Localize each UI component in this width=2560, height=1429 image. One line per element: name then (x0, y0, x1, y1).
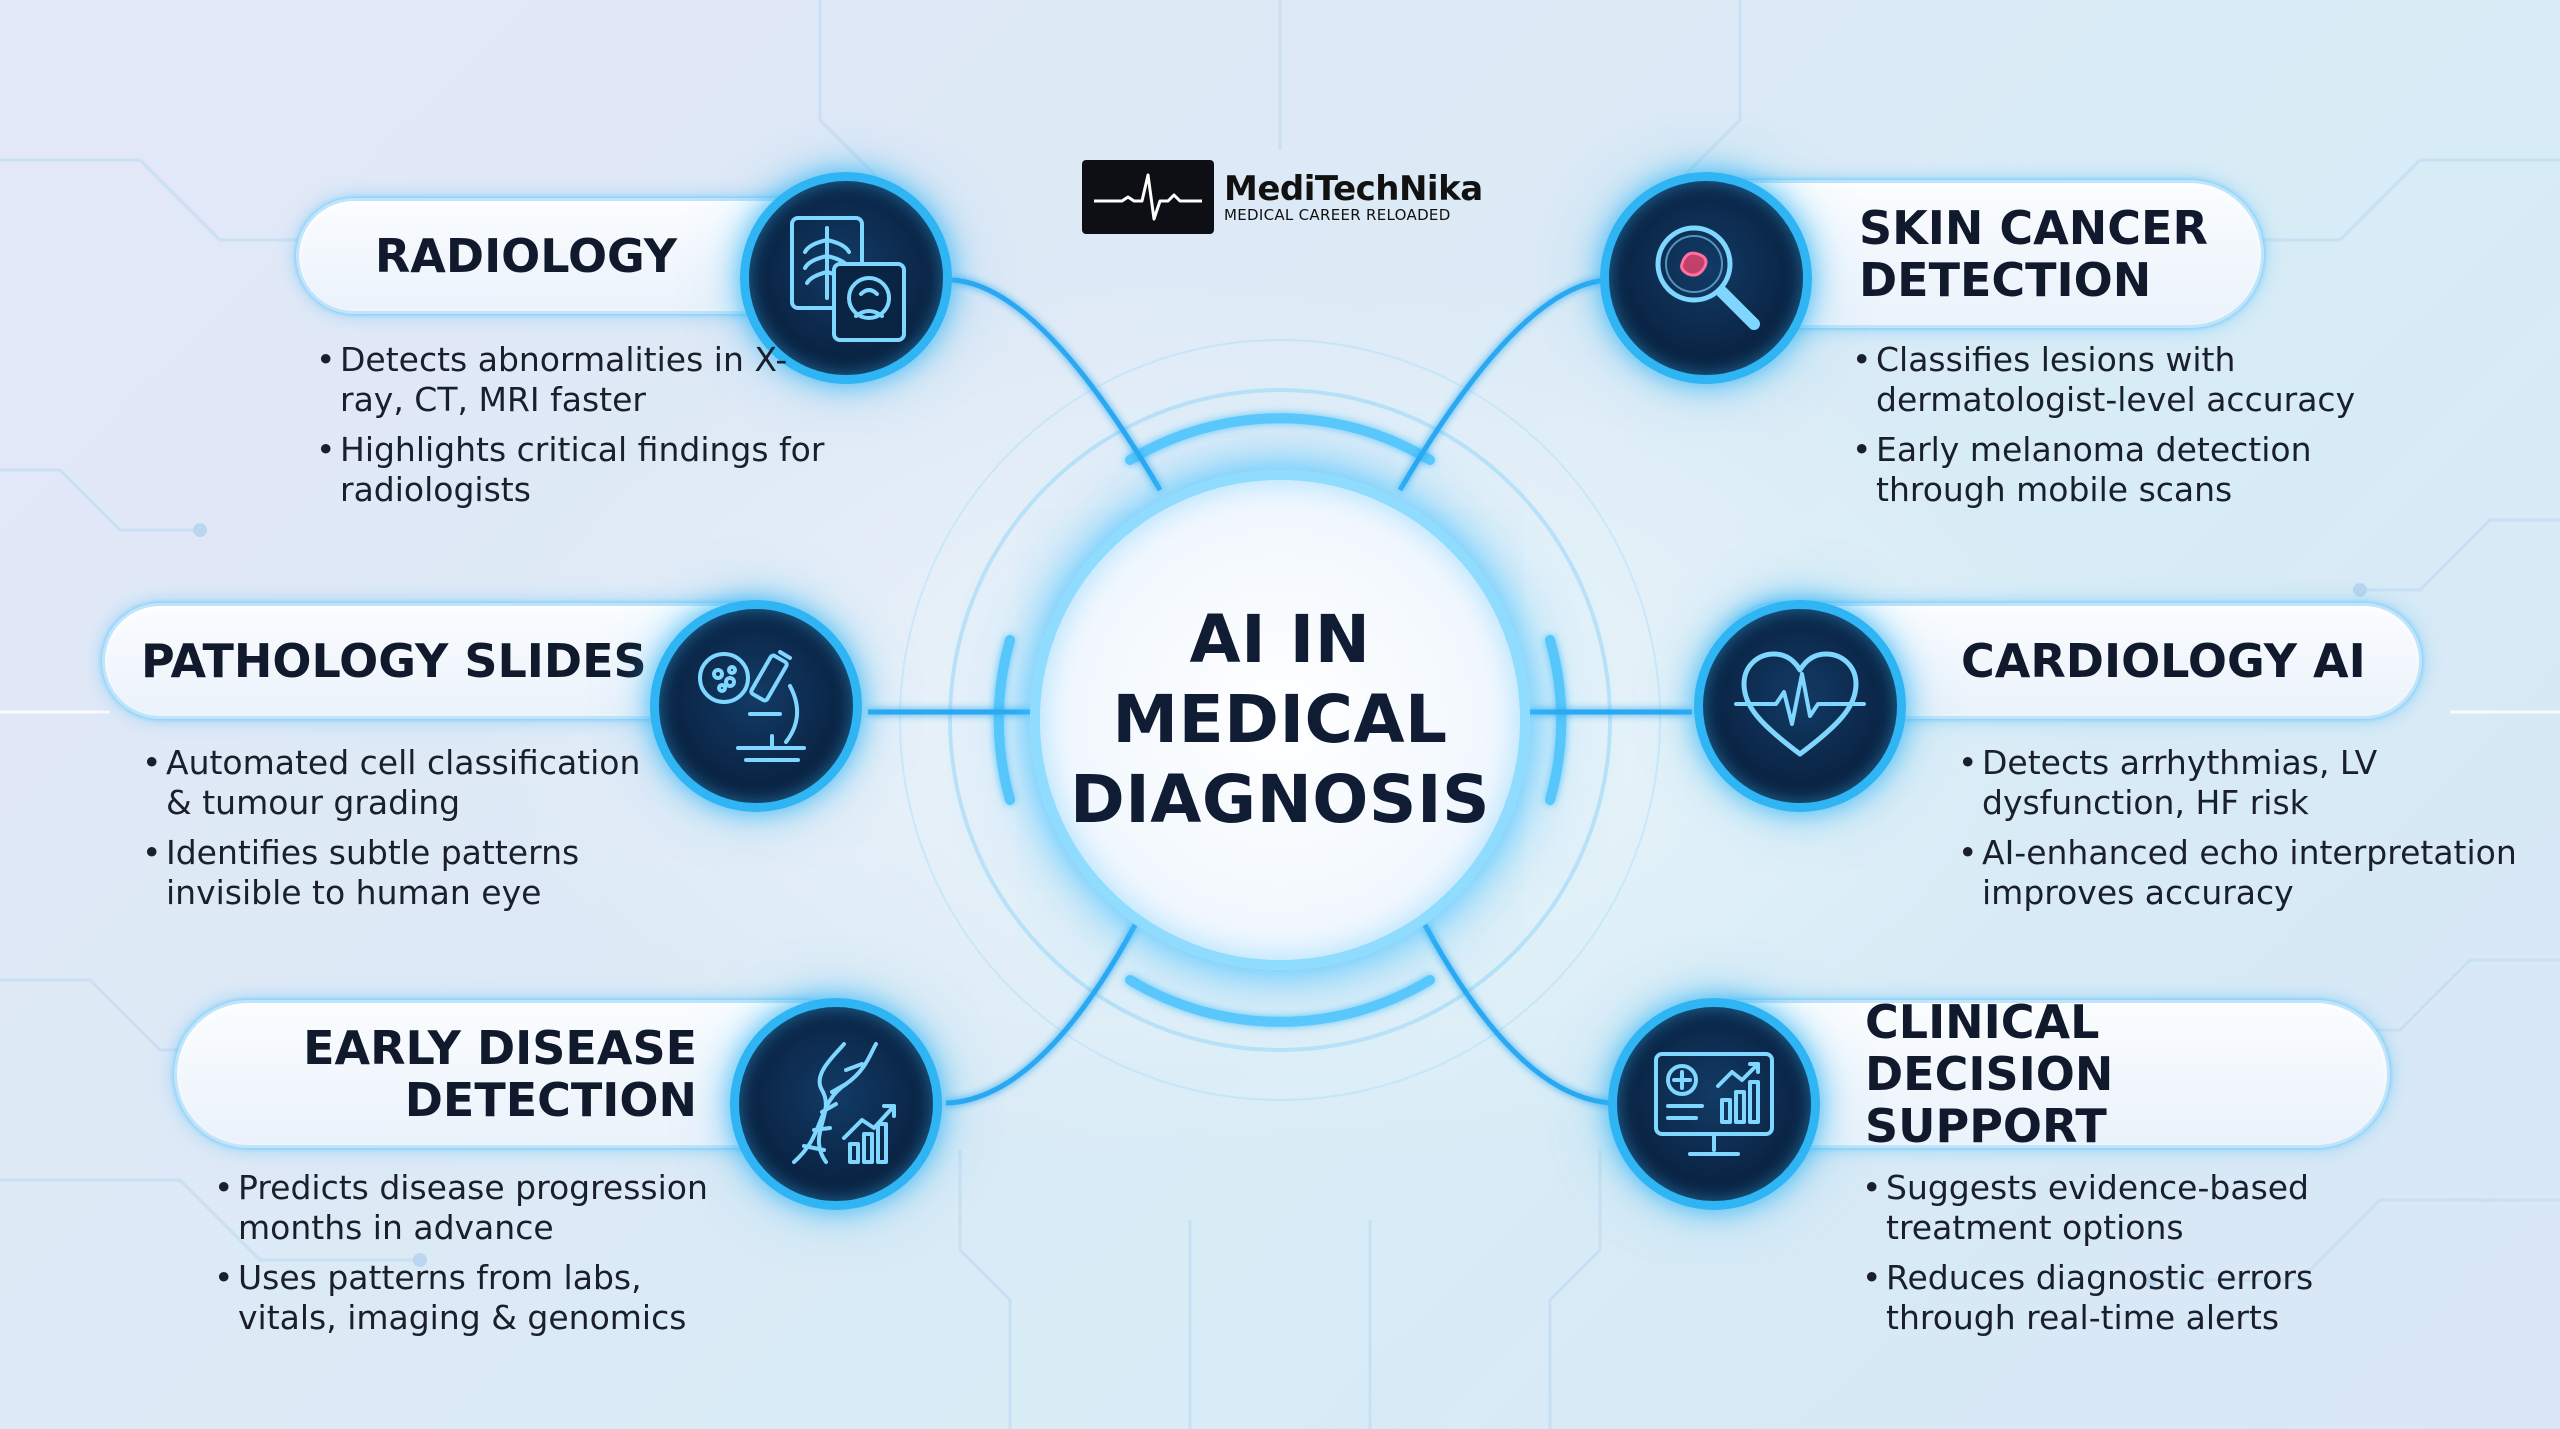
list-item: Detects abnormalities in X-ray, CT, MRI … (316, 340, 836, 420)
logo-name: MediTechNika (1224, 169, 1483, 209)
center-title: AI IN MEDICAL DIAGNOSIS (1069, 601, 1491, 838)
clinical-decision-bullets: Suggests evidence-based treatment option… (1862, 1168, 2422, 1348)
radiology-title: RADIOLOGY (374, 229, 678, 283)
list-item: Automated cell classification & tumour g… (142, 743, 662, 823)
cardiology-bullets: Detects arrhythmias, LV dysfunction, HF … (1958, 743, 2538, 923)
list-item: Early melanoma detection through mobile … (1852, 430, 2412, 510)
radiology-bullets: Detects abnormalities in X-ray, CT, MRI … (316, 340, 836, 520)
skin-cancer-title: SKIN CANCER DETECTION (1859, 201, 2208, 307)
skin-cancer-bullets: Classifies lesions with dermatologist-le… (1852, 340, 2412, 520)
pathology-title: PATHOLOGY SLIDES (141, 634, 647, 688)
list-item: Suggests evidence-based treatment option… (1862, 1168, 2422, 1248)
logo-tagline: MEDICAL CAREER RELOADED (1224, 206, 1451, 224)
list-item: Reduces diagnostic errors through real-t… (1862, 1258, 2422, 1338)
heart-ecg-icon (1694, 600, 1906, 812)
list-item: Identifies subtle patterns invisible to … (142, 833, 662, 913)
ecg-logo-icon (1082, 160, 1214, 234)
list-item: Highlights critical findings for radiolo… (316, 430, 836, 510)
clinical-decision-title: CLINICAL DECISION SUPPORT (1865, 995, 2114, 1153)
monitor-dashboard-icon (1608, 998, 1820, 1210)
list-item: AI-enhanced echo interpretation improves… (1958, 833, 2538, 913)
list-item: Classifies lesions with dermatologist-le… (1852, 340, 2412, 420)
early-disease-bullets: Predicts disease progression months in a… (214, 1168, 734, 1348)
list-item: Detects arrhythmias, LV dysfunction, HF … (1958, 743, 2538, 823)
cardiology-title: CARDIOLOGY AI (1961, 634, 2366, 688)
microscope-icon (650, 600, 862, 812)
pathology-bullets: Automated cell classification & tumour g… (142, 743, 662, 923)
list-item: Predicts disease progression months in a… (214, 1168, 734, 1248)
list-item: Uses patterns from labs, vitals, imaging… (214, 1258, 734, 1338)
logo: MediTechNika MEDICAL CAREER RELOADED (1082, 160, 1483, 234)
early-disease-title: EARLY DISEASE DETECTION (303, 1021, 697, 1127)
center-hub: AI IN MEDICAL DIAGNOSIS (1030, 470, 1530, 970)
dna-chart-icon (730, 998, 942, 1210)
magnifier-lesion-icon (1600, 172, 1812, 384)
